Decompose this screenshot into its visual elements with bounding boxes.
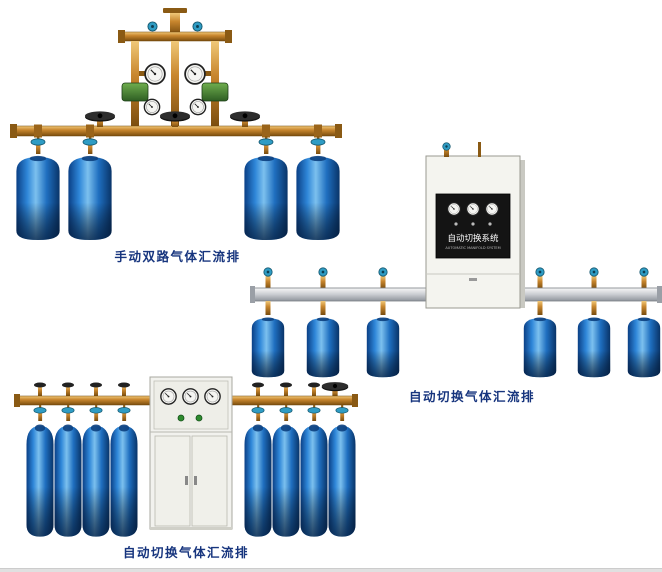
manual-manifold-illustration xyxy=(10,8,342,240)
header-cap-left xyxy=(118,30,125,43)
page-bottom-edge xyxy=(0,568,662,572)
pipe-risers xyxy=(34,382,320,396)
cabinet-door-left xyxy=(154,435,191,527)
regulator-body-right xyxy=(201,82,229,102)
handwheel-valve-icon xyxy=(160,111,190,127)
cabinet-handle xyxy=(469,278,477,281)
pipe-cap-left xyxy=(10,124,17,138)
gas-cylinder xyxy=(300,424,328,537)
gas-cylinder xyxy=(523,317,557,378)
caption-auto-switch-floor: 自动切换气体汇流排 xyxy=(122,545,249,560)
figure-auto-switch-wall: 自动切换系统 AUTOMATIC MANIFOLD SYSTEM 自动切换气体汇… xyxy=(250,142,662,405)
top-stub-pipe xyxy=(170,13,180,34)
manifold-pipe xyxy=(14,125,338,137)
control-cabinet: 自动切换系统 AUTOMATIC MANIFOLD SYSTEM xyxy=(425,142,525,309)
gas-cylinder xyxy=(306,317,340,378)
caption-auto-switch-wall: 自动切换气体汇流排 xyxy=(408,389,535,404)
bar-valves xyxy=(263,267,649,289)
cabinet-subtitle-text: AUTOMATIC MANIFOLD SYSTEM xyxy=(445,246,500,250)
pipe-cap-right xyxy=(335,124,342,138)
cylinder-connectors xyxy=(265,301,647,315)
door-handle xyxy=(185,476,188,485)
cabinet-base-shadow xyxy=(150,527,232,530)
pressure-gauge-icon xyxy=(144,63,166,85)
valve-knob-icon xyxy=(318,267,328,277)
cylinder-valve-icon xyxy=(82,136,98,154)
top-flange xyxy=(163,8,187,13)
cabinet-title-text: 自动切换系统 xyxy=(447,233,499,244)
gas-cylinder xyxy=(244,424,272,537)
gas-cylinder xyxy=(251,317,285,378)
gas-cylinder xyxy=(82,424,110,537)
panel-gauge-icon xyxy=(182,388,199,405)
panel-gauge-icon xyxy=(204,388,221,405)
pressure-gauge-icon xyxy=(189,98,207,116)
floor-cabinet xyxy=(149,376,233,530)
caption-manual-dual: 手动双路气体汇流排 xyxy=(114,249,241,264)
valve-knob-icon xyxy=(639,267,649,277)
bar-cap-left xyxy=(250,286,255,303)
valve-knob-icon xyxy=(589,267,599,277)
cabinet-top-stub xyxy=(478,142,481,157)
handwheel-valve-icon xyxy=(230,111,260,127)
cylinder-valve-icon xyxy=(30,136,46,154)
header-knob-icon xyxy=(147,21,158,32)
pipe-collar xyxy=(314,124,322,138)
gas-cylinder xyxy=(577,317,611,378)
gauge-arm xyxy=(139,71,146,76)
valve-knob-icon xyxy=(378,267,388,277)
auto-manifold-floor-illustration xyxy=(14,376,358,537)
cabinet-door-right xyxy=(191,435,228,527)
valve-knob-icon xyxy=(263,267,273,277)
valve-knob-icon xyxy=(535,267,545,277)
pipe-collar xyxy=(262,124,270,138)
indicator-led xyxy=(454,222,458,226)
panel-gauge-icon xyxy=(485,202,499,216)
gas-cylinder xyxy=(16,155,60,240)
indicator-led xyxy=(471,222,475,226)
gas-cylinder xyxy=(366,317,400,378)
gas-cylinder xyxy=(328,424,356,537)
gas-cylinder xyxy=(26,424,54,537)
drop-pipe-center xyxy=(171,41,179,127)
gas-cylinder xyxy=(272,424,300,537)
regulator-body-left xyxy=(121,82,149,102)
pipe-cap-right xyxy=(352,394,358,407)
pipe-collar xyxy=(86,124,94,138)
pressure-gauge-icon xyxy=(184,63,206,85)
auto-manifold-illustration: 自动切换系统 AUTOMATIC MANIFOLD SYSTEM xyxy=(250,142,662,378)
panel-button xyxy=(177,414,185,422)
cabinet-top-pipe xyxy=(444,145,449,157)
panel-button xyxy=(195,414,203,422)
pipe-cap-left xyxy=(14,394,20,407)
handwheel-valve-icon xyxy=(321,382,349,396)
indicator-led xyxy=(488,222,492,226)
pipe-collar xyxy=(34,124,42,138)
gauge-arm xyxy=(204,71,211,76)
panel-gauge-icon xyxy=(466,202,480,216)
gas-cylinder xyxy=(110,424,138,537)
figure-manual-dual-manifold: 手动双路气体汇流排 xyxy=(5,4,350,265)
header-pipe xyxy=(122,31,228,42)
gas-cylinder xyxy=(68,155,112,240)
pressure-gauge-icon xyxy=(143,98,161,116)
valve-knob-icon xyxy=(442,142,451,151)
header-knob-icon xyxy=(192,21,203,32)
bar-cap-right xyxy=(657,286,662,303)
door-handle xyxy=(194,476,197,485)
gas-cylinder xyxy=(54,424,82,537)
gas-cylinder xyxy=(627,317,661,378)
cabinet-side-shadow xyxy=(520,160,525,308)
panel-gauge-icon xyxy=(447,202,461,216)
figure-auto-switch-floor: 自动切换气体汇流排 xyxy=(10,372,362,561)
header-cap-right xyxy=(225,30,232,43)
panel-gauge-icon xyxy=(160,388,177,405)
